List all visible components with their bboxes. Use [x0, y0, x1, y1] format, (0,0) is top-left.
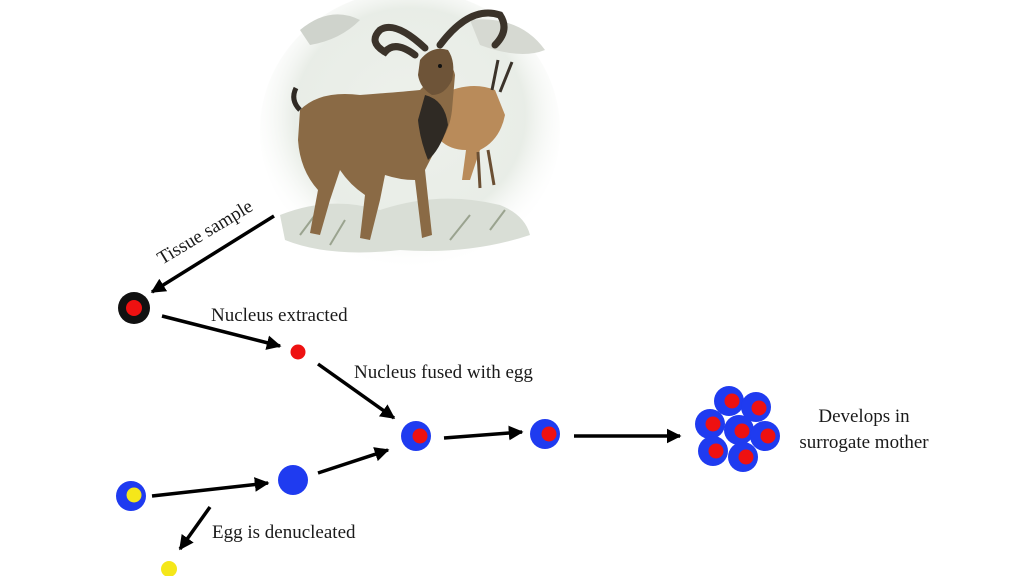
fused-egg	[401, 421, 431, 451]
arrow-fused-to-cell	[443, 425, 524, 441]
extracted-nucleus	[290, 344, 306, 360]
enucleated-egg	[278, 465, 308, 495]
arrow-tissue-to-cell	[150, 214, 275, 294]
dividing-cell	[530, 419, 560, 449]
removed-yellow-nucleus	[161, 561, 177, 576]
donor-egg	[116, 481, 146, 511]
arrow-cell-to-nucleus	[161, 314, 282, 350]
nucleus-extracted-label: Nucleus extracted	[211, 305, 348, 326]
arrow-egg-to-enucleated	[151, 477, 270, 498]
egg-denucleated-label: Egg is denucleated	[212, 522, 356, 543]
develops-label-line1: Develops in	[818, 406, 910, 427]
develops-label-line2: surrogate mother	[799, 432, 929, 453]
arrows	[150, 214, 682, 551]
arrow-egg-to-yellow	[178, 505, 212, 551]
nucleus-fused-label: Nucleus fused with egg	[354, 362, 533, 383]
ibex-illustration-icon	[260, 0, 560, 270]
tissue-cell	[118, 292, 150, 324]
embryo-cluster	[695, 386, 780, 472]
arrow-nucleus-to-fused	[316, 362, 396, 420]
arrow-enucleated-to-fused	[317, 447, 390, 475]
